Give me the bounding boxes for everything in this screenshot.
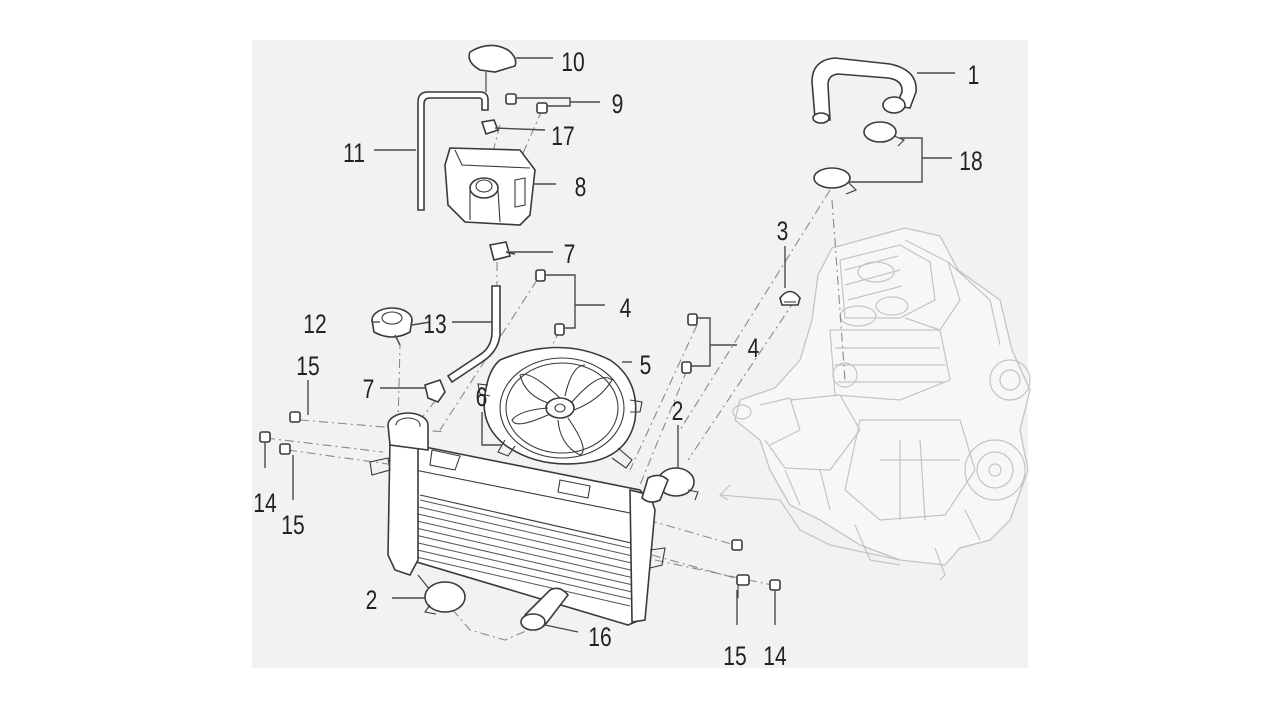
callout-14-left: 14 — [253, 489, 276, 519]
return-hose — [446, 285, 501, 384]
callout-11: 11 — [343, 139, 365, 169]
callout-16: 16 — [588, 623, 611, 653]
callout-7-lower: 7 — [363, 375, 375, 405]
callout-18: 18 — [959, 147, 982, 177]
fasteners-top — [480, 93, 548, 261]
callout-14-right: 14 — [763, 642, 786, 672]
callout-17: 17 — [551, 122, 574, 152]
callout-12: 12 — [303, 310, 326, 340]
hose-elbow — [424, 379, 446, 403]
callout-numbers: 10 9 17 11 8 7 1 18 3 4 4 12 13 5 15 7 6… — [253, 48, 982, 672]
reservoir-tank — [444, 147, 536, 226]
callout-4-right: 4 — [748, 334, 760, 364]
hose-clamp-lower — [424, 581, 466, 615]
temperature-sensor — [779, 290, 801, 306]
radiator-cap — [371, 307, 413, 338]
callout-5: 5 — [640, 351, 652, 381]
callout-1: 1 — [968, 61, 980, 91]
hose-clamps-upper — [813, 121, 905, 195]
callout-6: 6 — [476, 383, 488, 413]
callout-7-upper: 7 — [564, 240, 576, 270]
radiator — [369, 439, 666, 626]
callout-9: 9 — [612, 90, 624, 120]
radiator-filler-neck — [387, 412, 429, 451]
radiator-outlet-pipe — [641, 474, 669, 503]
lower-hose — [520, 587, 570, 631]
cooling-fan — [477, 346, 643, 469]
callout-2-lower: 2 — [366, 586, 378, 616]
radiator-bolts-left — [259, 411, 301, 455]
engine-outline — [719, 227, 1031, 581]
overflow-hose — [417, 91, 489, 211]
callout-8: 8 — [575, 173, 587, 203]
callout-15-upper: 15 — [296, 352, 319, 382]
callout-15-left: 15 — [281, 511, 304, 541]
callout-2-upper: 2 — [672, 397, 684, 427]
callout-10: 10 — [561, 48, 584, 78]
leader-lines — [264, 57, 955, 633]
fan-bolts — [535, 269, 698, 374]
radiator-bolts-right — [731, 539, 781, 598]
upper-hose — [811, 57, 917, 124]
callout-15-right: 15 — [723, 642, 746, 672]
callout-13: 13 — [423, 310, 446, 340]
radiator-fins — [411, 499, 639, 607]
reservoir-cap — [468, 44, 517, 92]
callout-3: 3 — [777, 217, 789, 247]
callout-4-upper: 4 — [620, 294, 632, 324]
